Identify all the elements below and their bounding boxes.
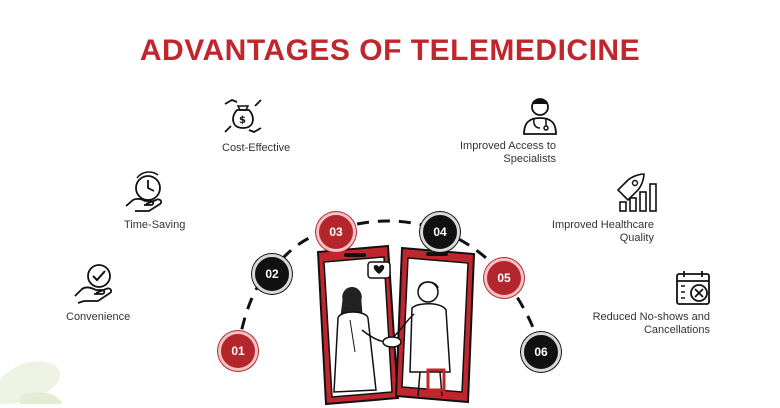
calendar-cancel-icon bbox=[676, 271, 710, 305]
badge-06: 06 bbox=[521, 332, 561, 372]
label-time-saving: Time-Saving bbox=[124, 219, 186, 231]
leaf-decoration bbox=[0, 361, 62, 404]
badge-02: 02 bbox=[252, 254, 292, 294]
badge-01: 01 bbox=[218, 331, 258, 371]
handshake bbox=[382, 336, 402, 348]
doctor-icon bbox=[523, 98, 557, 135]
label-healthcare-quality: Improved Healthcare Quality bbox=[551, 219, 654, 244]
phone-right bbox=[391, 246, 476, 404]
page-title: ADVANTAGES OF TELEMEDICINE bbox=[139, 34, 641, 67]
badge-03: 03 bbox=[316, 212, 356, 252]
badge-05: 05 bbox=[484, 258, 524, 298]
hands-money-bag-icon: $ bbox=[224, 99, 262, 133]
heart-message-icon bbox=[367, 261, 391, 279]
label-cost-effective: Cost-Effective bbox=[222, 142, 291, 154]
rocket-bar-chart-icon bbox=[616, 173, 657, 212]
label-convenience: Convenience bbox=[66, 311, 131, 323]
hand-heart-check-icon bbox=[74, 264, 113, 304]
label-reduced-no-shows: Reduced No-shows and Cancellations bbox=[592, 311, 710, 336]
phone-left bbox=[316, 244, 400, 406]
svg-text:$: $ bbox=[239, 115, 246, 126]
hand-clock-icon bbox=[125, 171, 163, 212]
label-improved-access: Improved Access to Specialists bbox=[460, 140, 556, 165]
badge-04: 04 bbox=[420, 212, 460, 252]
